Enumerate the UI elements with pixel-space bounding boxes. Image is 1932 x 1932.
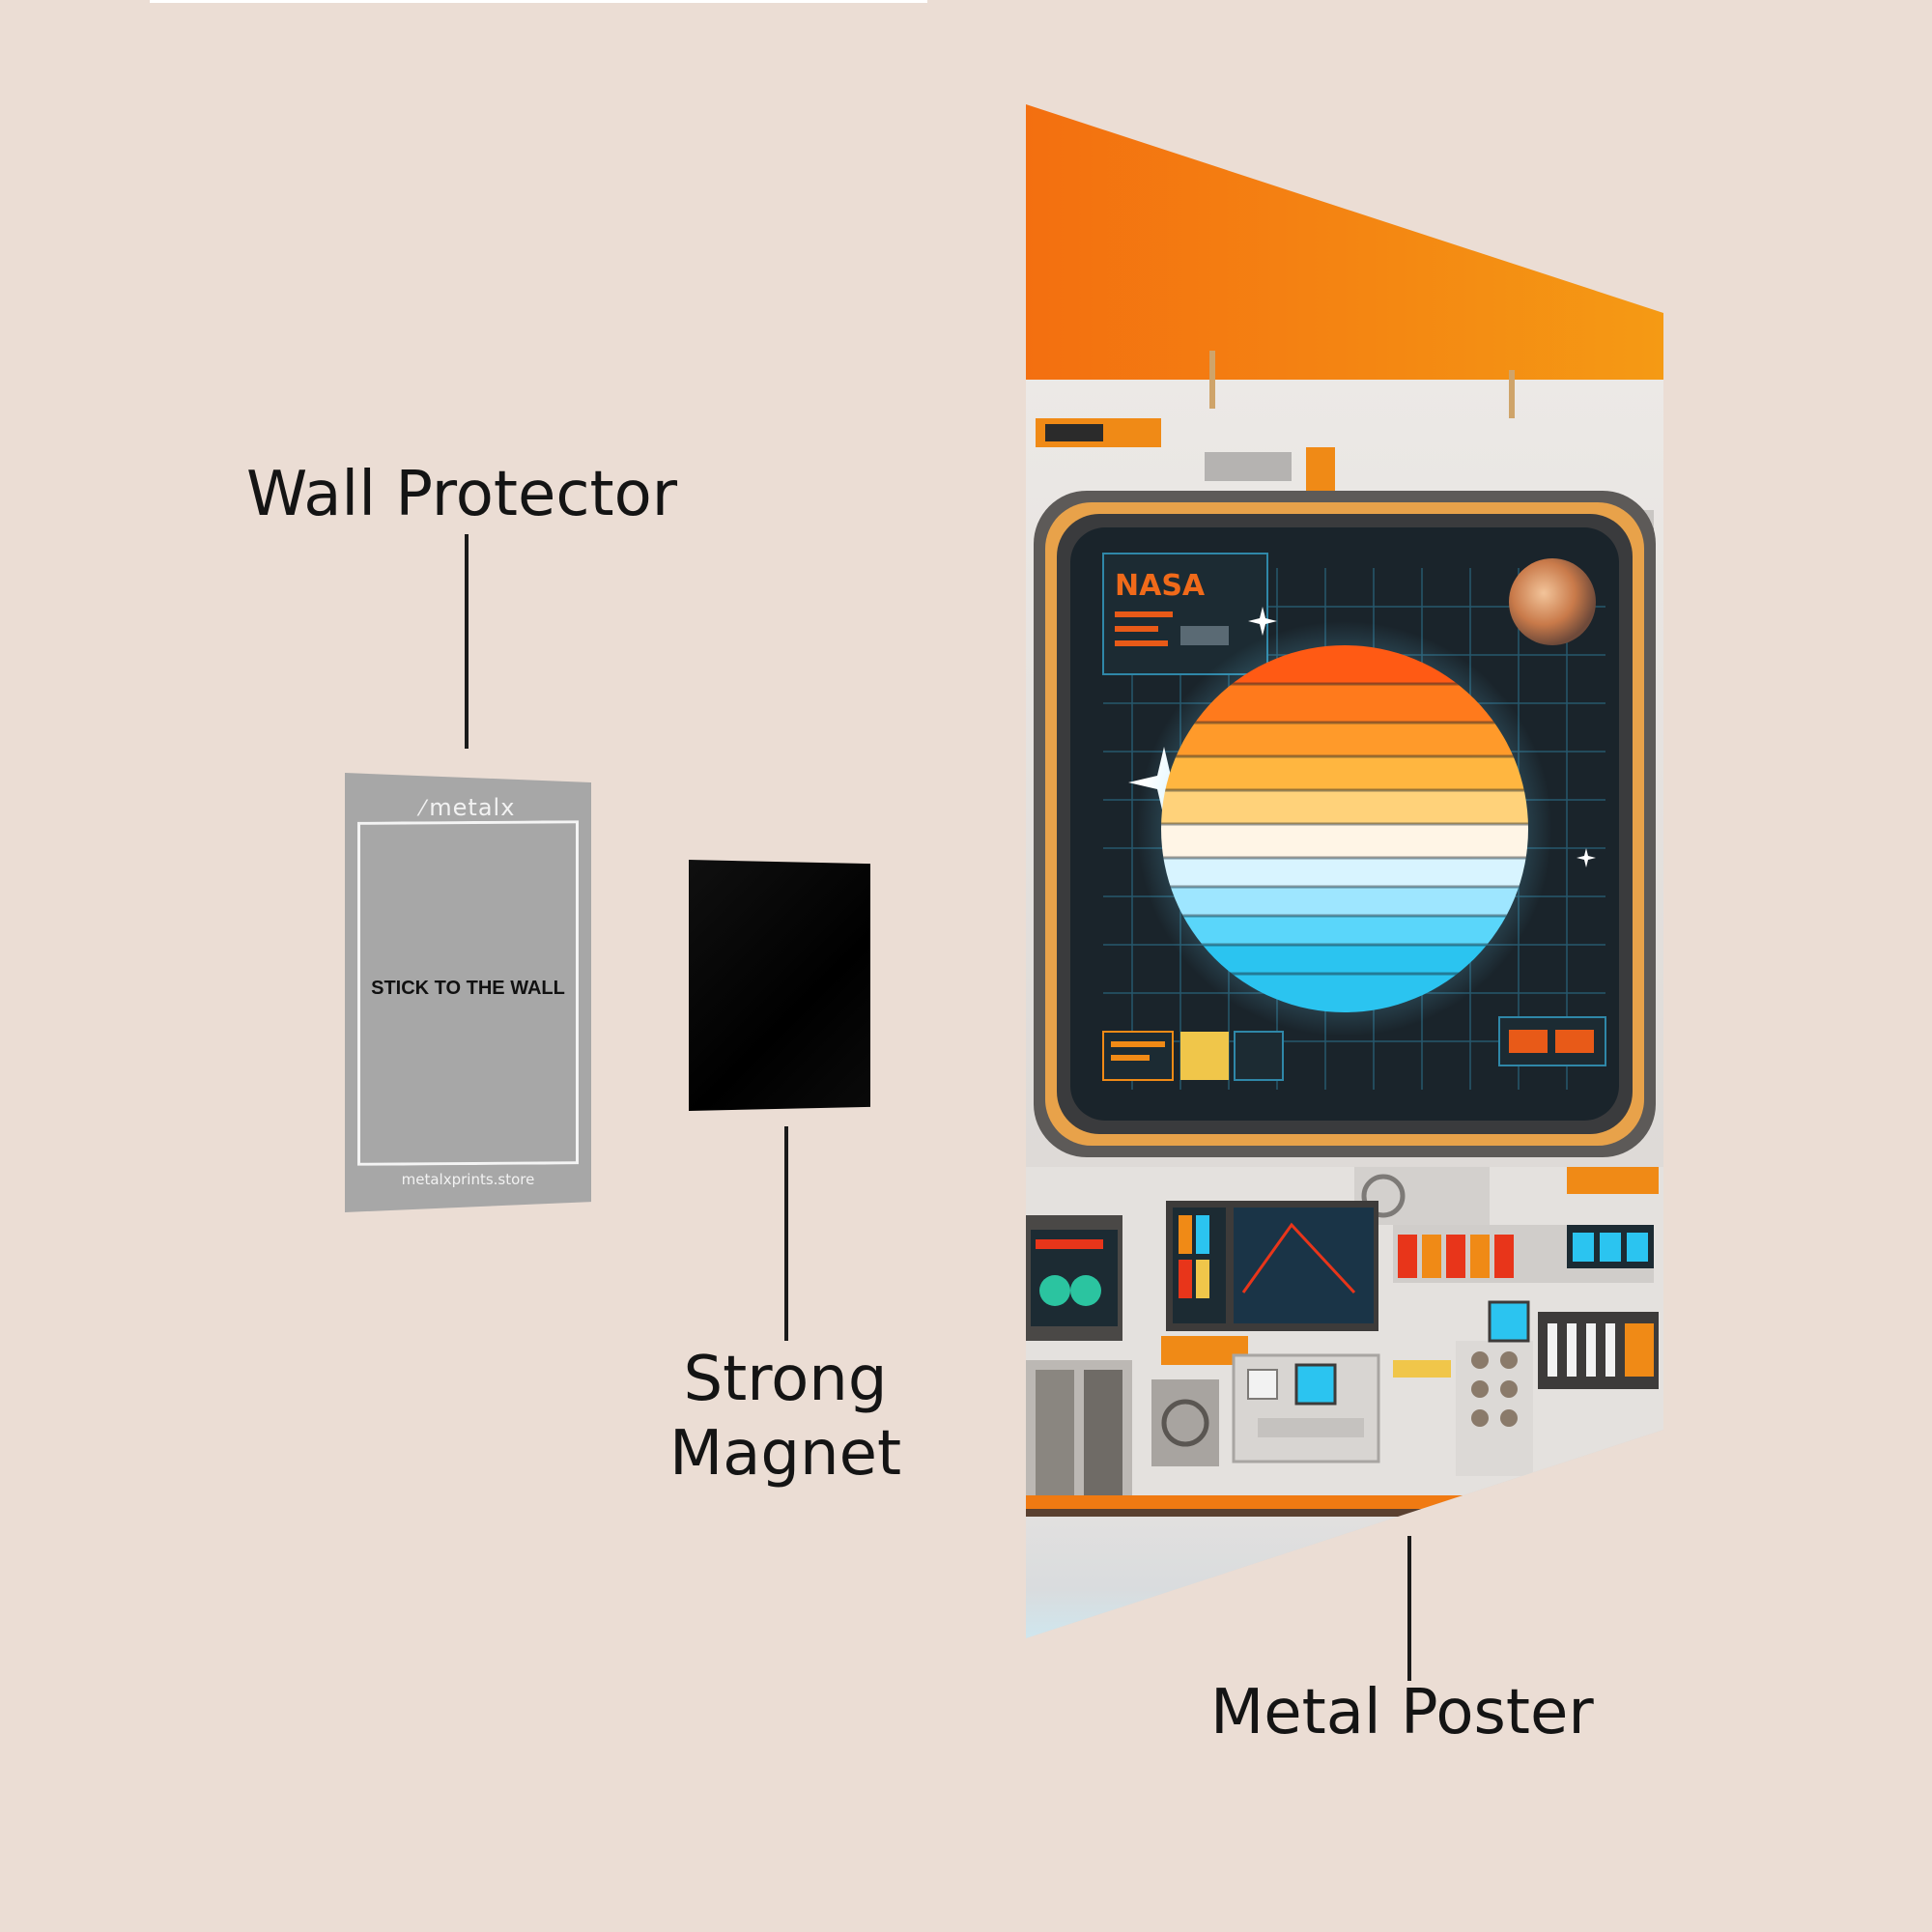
- poster-nasa-text: NASA: [1115, 569, 1206, 603]
- metal-poster: NASA: [1026, 104, 1663, 1638]
- poster-planet: [1509, 558, 1596, 645]
- poster-artwork: NASA: [1026, 104, 1663, 1638]
- metalx-logo-text: metalx: [429, 794, 516, 821]
- strong-magnet-square: [689, 860, 870, 1111]
- metal-poster-leader-line: [1407, 1536, 1411, 1681]
- top-white-strip: [150, 0, 927, 3]
- poster-orange-band: [1026, 104, 1663, 394]
- metalx-logo: ⁄metalx: [345, 794, 591, 821]
- wall-protector-label: Wall Protector: [246, 459, 678, 530]
- wall-protector-leader-line: [465, 534, 469, 749]
- stick-to-wall-text: STICK TO THE WALL: [371, 978, 565, 999]
- strong-magnet-label-line2: Magnet: [668, 1417, 902, 1490]
- metal-poster-label: Metal Poster: [1210, 1677, 1594, 1748]
- strong-magnet-leader-line: [784, 1126, 788, 1341]
- metalx-logo-icon: ⁄: [420, 797, 426, 821]
- store-url-text: metalxprints.store: [401, 1171, 535, 1188]
- strong-magnet-label: Strong Magnet: [666, 1343, 905, 1492]
- strong-magnet-label-line1: Strong: [683, 1344, 888, 1415]
- wall-protector-card: ⁄metalx STICK TO THE WALL metalxprints.s…: [345, 773, 591, 1212]
- poster-floor: [1026, 1517, 1663, 1638]
